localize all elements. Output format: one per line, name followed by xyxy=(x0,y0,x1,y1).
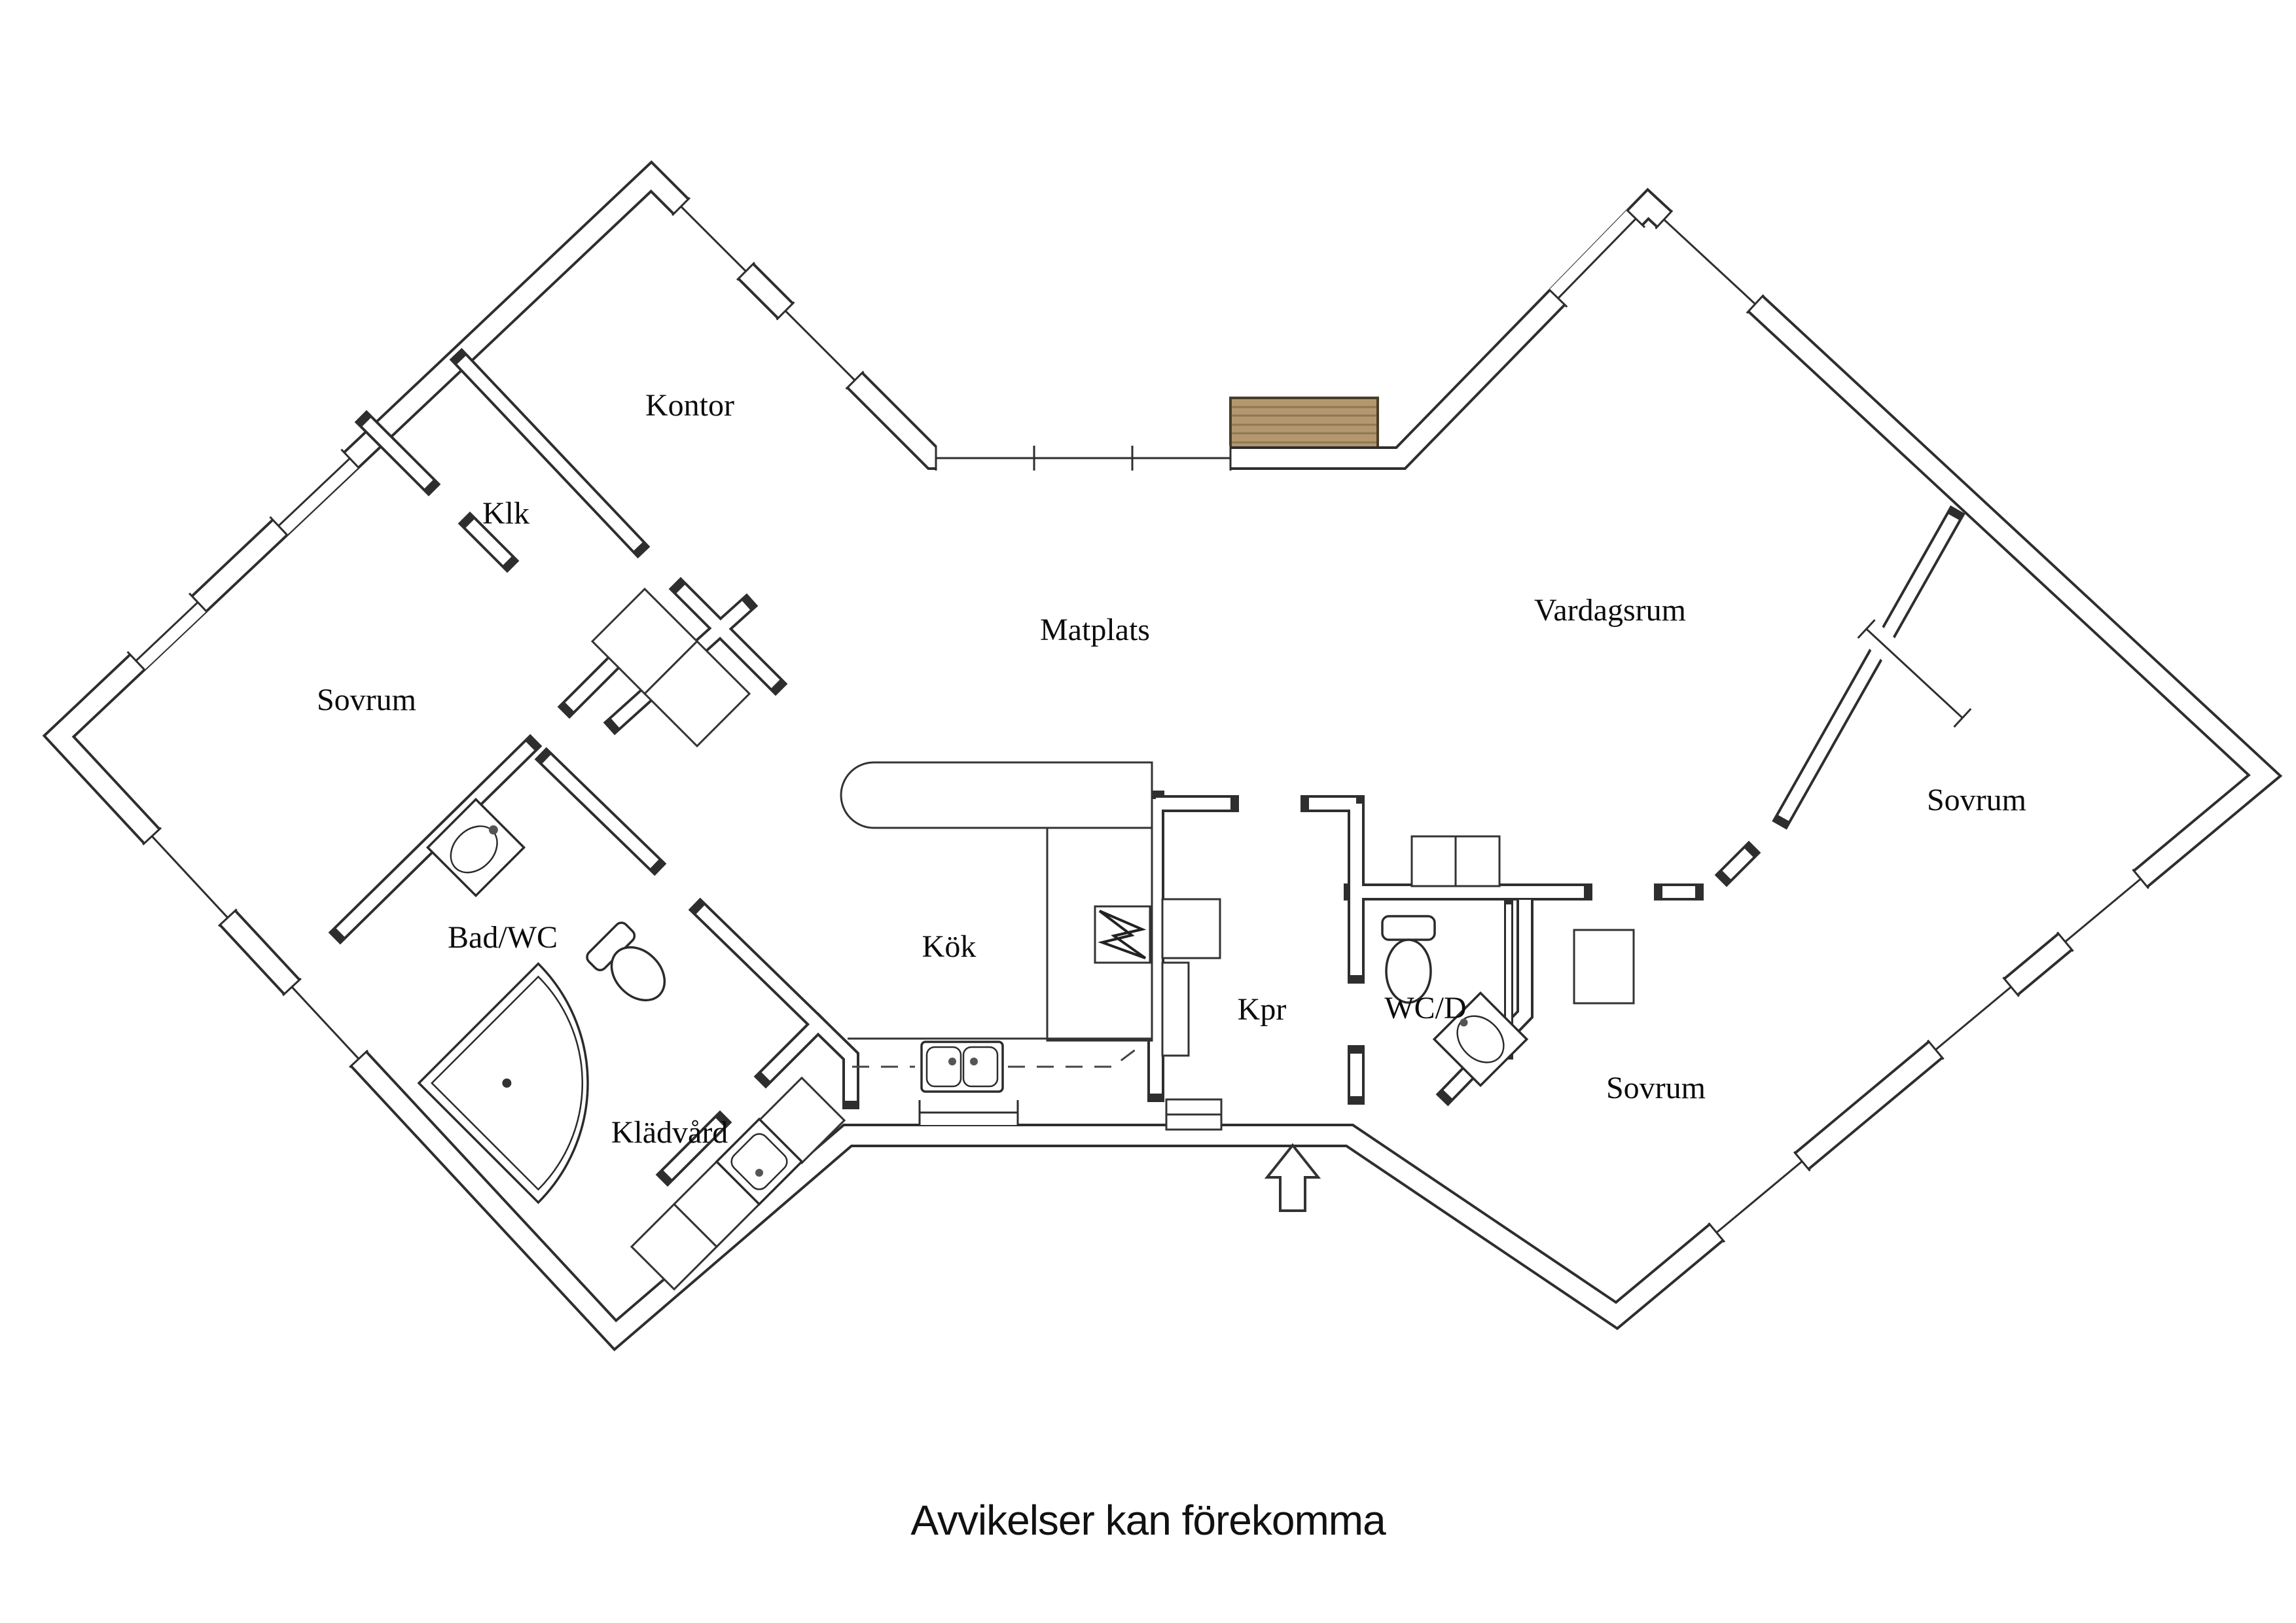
room-label-matplats: Matplats xyxy=(1040,613,1150,647)
bathtub-icon xyxy=(417,962,589,1204)
window-marker xyxy=(1708,1151,1811,1243)
room-label-kontor: Kontor xyxy=(645,388,734,423)
room-label-kladvard: Klädvård xyxy=(611,1115,728,1150)
counter-dashed-line xyxy=(852,1046,1139,1068)
closets xyxy=(590,587,1635,1291)
window-marker xyxy=(1857,619,1972,728)
toilet-icon xyxy=(586,921,666,1002)
window-marker xyxy=(142,827,238,927)
window-marker xyxy=(935,446,1035,471)
window-marker xyxy=(282,978,368,1068)
room-label-sovrum-right: Sovrum xyxy=(1927,783,2026,817)
closet xyxy=(643,639,751,748)
window-marker xyxy=(1548,209,1646,308)
window-marker xyxy=(1033,446,1134,471)
sink-icon xyxy=(1432,991,1529,1088)
room-label-klk: Klk xyxy=(482,496,529,531)
kitchen-sink-icon xyxy=(920,1041,1004,1093)
exterior-walls xyxy=(42,160,2283,1351)
entrance-arrow-icon xyxy=(1264,1143,1321,1212)
room-label-vardagsrum: Vardagsrum xyxy=(1534,593,1686,628)
room-label-sovrum-left: Sovrum xyxy=(317,683,416,717)
kitchen-island xyxy=(840,761,1153,829)
window-marker xyxy=(1131,446,1232,471)
lightning-icon xyxy=(1098,910,1147,959)
closet xyxy=(1161,898,1221,959)
room-label-sovrum-bottom: Sovrum xyxy=(1606,1071,1706,1105)
window-marker xyxy=(918,1100,1019,1125)
window-marker xyxy=(1655,209,1765,314)
sink-icon xyxy=(425,797,526,898)
closet xyxy=(1573,929,1635,1005)
room-label-kpr: Kpr xyxy=(1238,992,1287,1027)
disclaimer-text: Avvikelser kan förekomma xyxy=(910,1497,1386,1544)
window-marker xyxy=(776,301,865,390)
room-label-wc-d: WC/D xyxy=(1384,991,1466,1026)
closet xyxy=(1161,961,1190,1057)
windows xyxy=(126,197,2149,1243)
window-marker xyxy=(269,448,359,536)
sink-icon xyxy=(715,1117,804,1206)
window-marker xyxy=(2056,868,2149,952)
kitchen-fixtures xyxy=(840,761,1153,1093)
window-marker xyxy=(1927,976,2020,1060)
room-label-kok: Kök xyxy=(922,929,977,964)
room-label-bad-wc: Bad/WC xyxy=(448,920,558,955)
window-marker xyxy=(672,197,755,281)
toilet-icon xyxy=(1381,915,1436,1004)
bathroom-fixtures xyxy=(417,797,1529,1206)
window-marker xyxy=(126,592,207,671)
